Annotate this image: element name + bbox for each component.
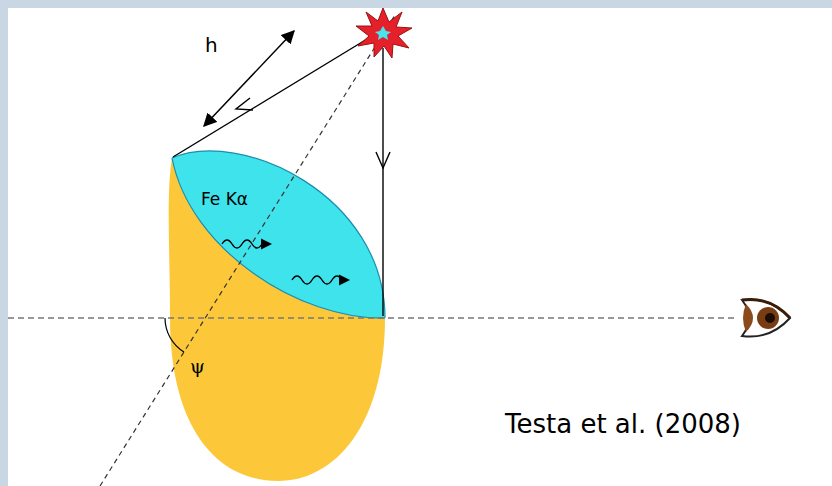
flare-core [375, 26, 391, 40]
label-holder: ψ [190, 356, 205, 378]
frame-band [0, 0, 832, 8]
observer-eye [742, 299, 790, 336]
photon-arrow [222, 240, 270, 248]
flare-burst [356, 8, 412, 58]
figure-label: Fe Kα [201, 190, 248, 210]
cap-edge [172, 151, 385, 318]
axis-line [100, 15, 395, 486]
figure-label: Testa et al. (2008) [505, 410, 741, 440]
label-holder: Testa et al. (2008) [505, 410, 741, 440]
observer-eye [743, 304, 753, 332]
ray-arrowhead [236, 98, 253, 110]
ray-arrowhead [376, 152, 390, 168]
eye-iris [757, 307, 779, 329]
line-of-sight [8, 317, 738, 318]
frame-band [0, 0, 8, 486]
photon-arrow [292, 276, 348, 284]
eye-pupil [765, 313, 775, 323]
illuminated-cap [150, 100, 400, 318]
angle-arc [165, 318, 184, 352]
label-holder: Fe Kα [201, 190, 248, 210]
eye-lid [742, 299, 790, 318]
ray-line [382, 48, 383, 316]
label-holder: h [205, 34, 218, 57]
figure-label: ψ [190, 356, 205, 378]
height-arrow [204, 31, 294, 126]
figure-label: h [205, 34, 218, 57]
cap-edge [172, 158, 385, 318]
